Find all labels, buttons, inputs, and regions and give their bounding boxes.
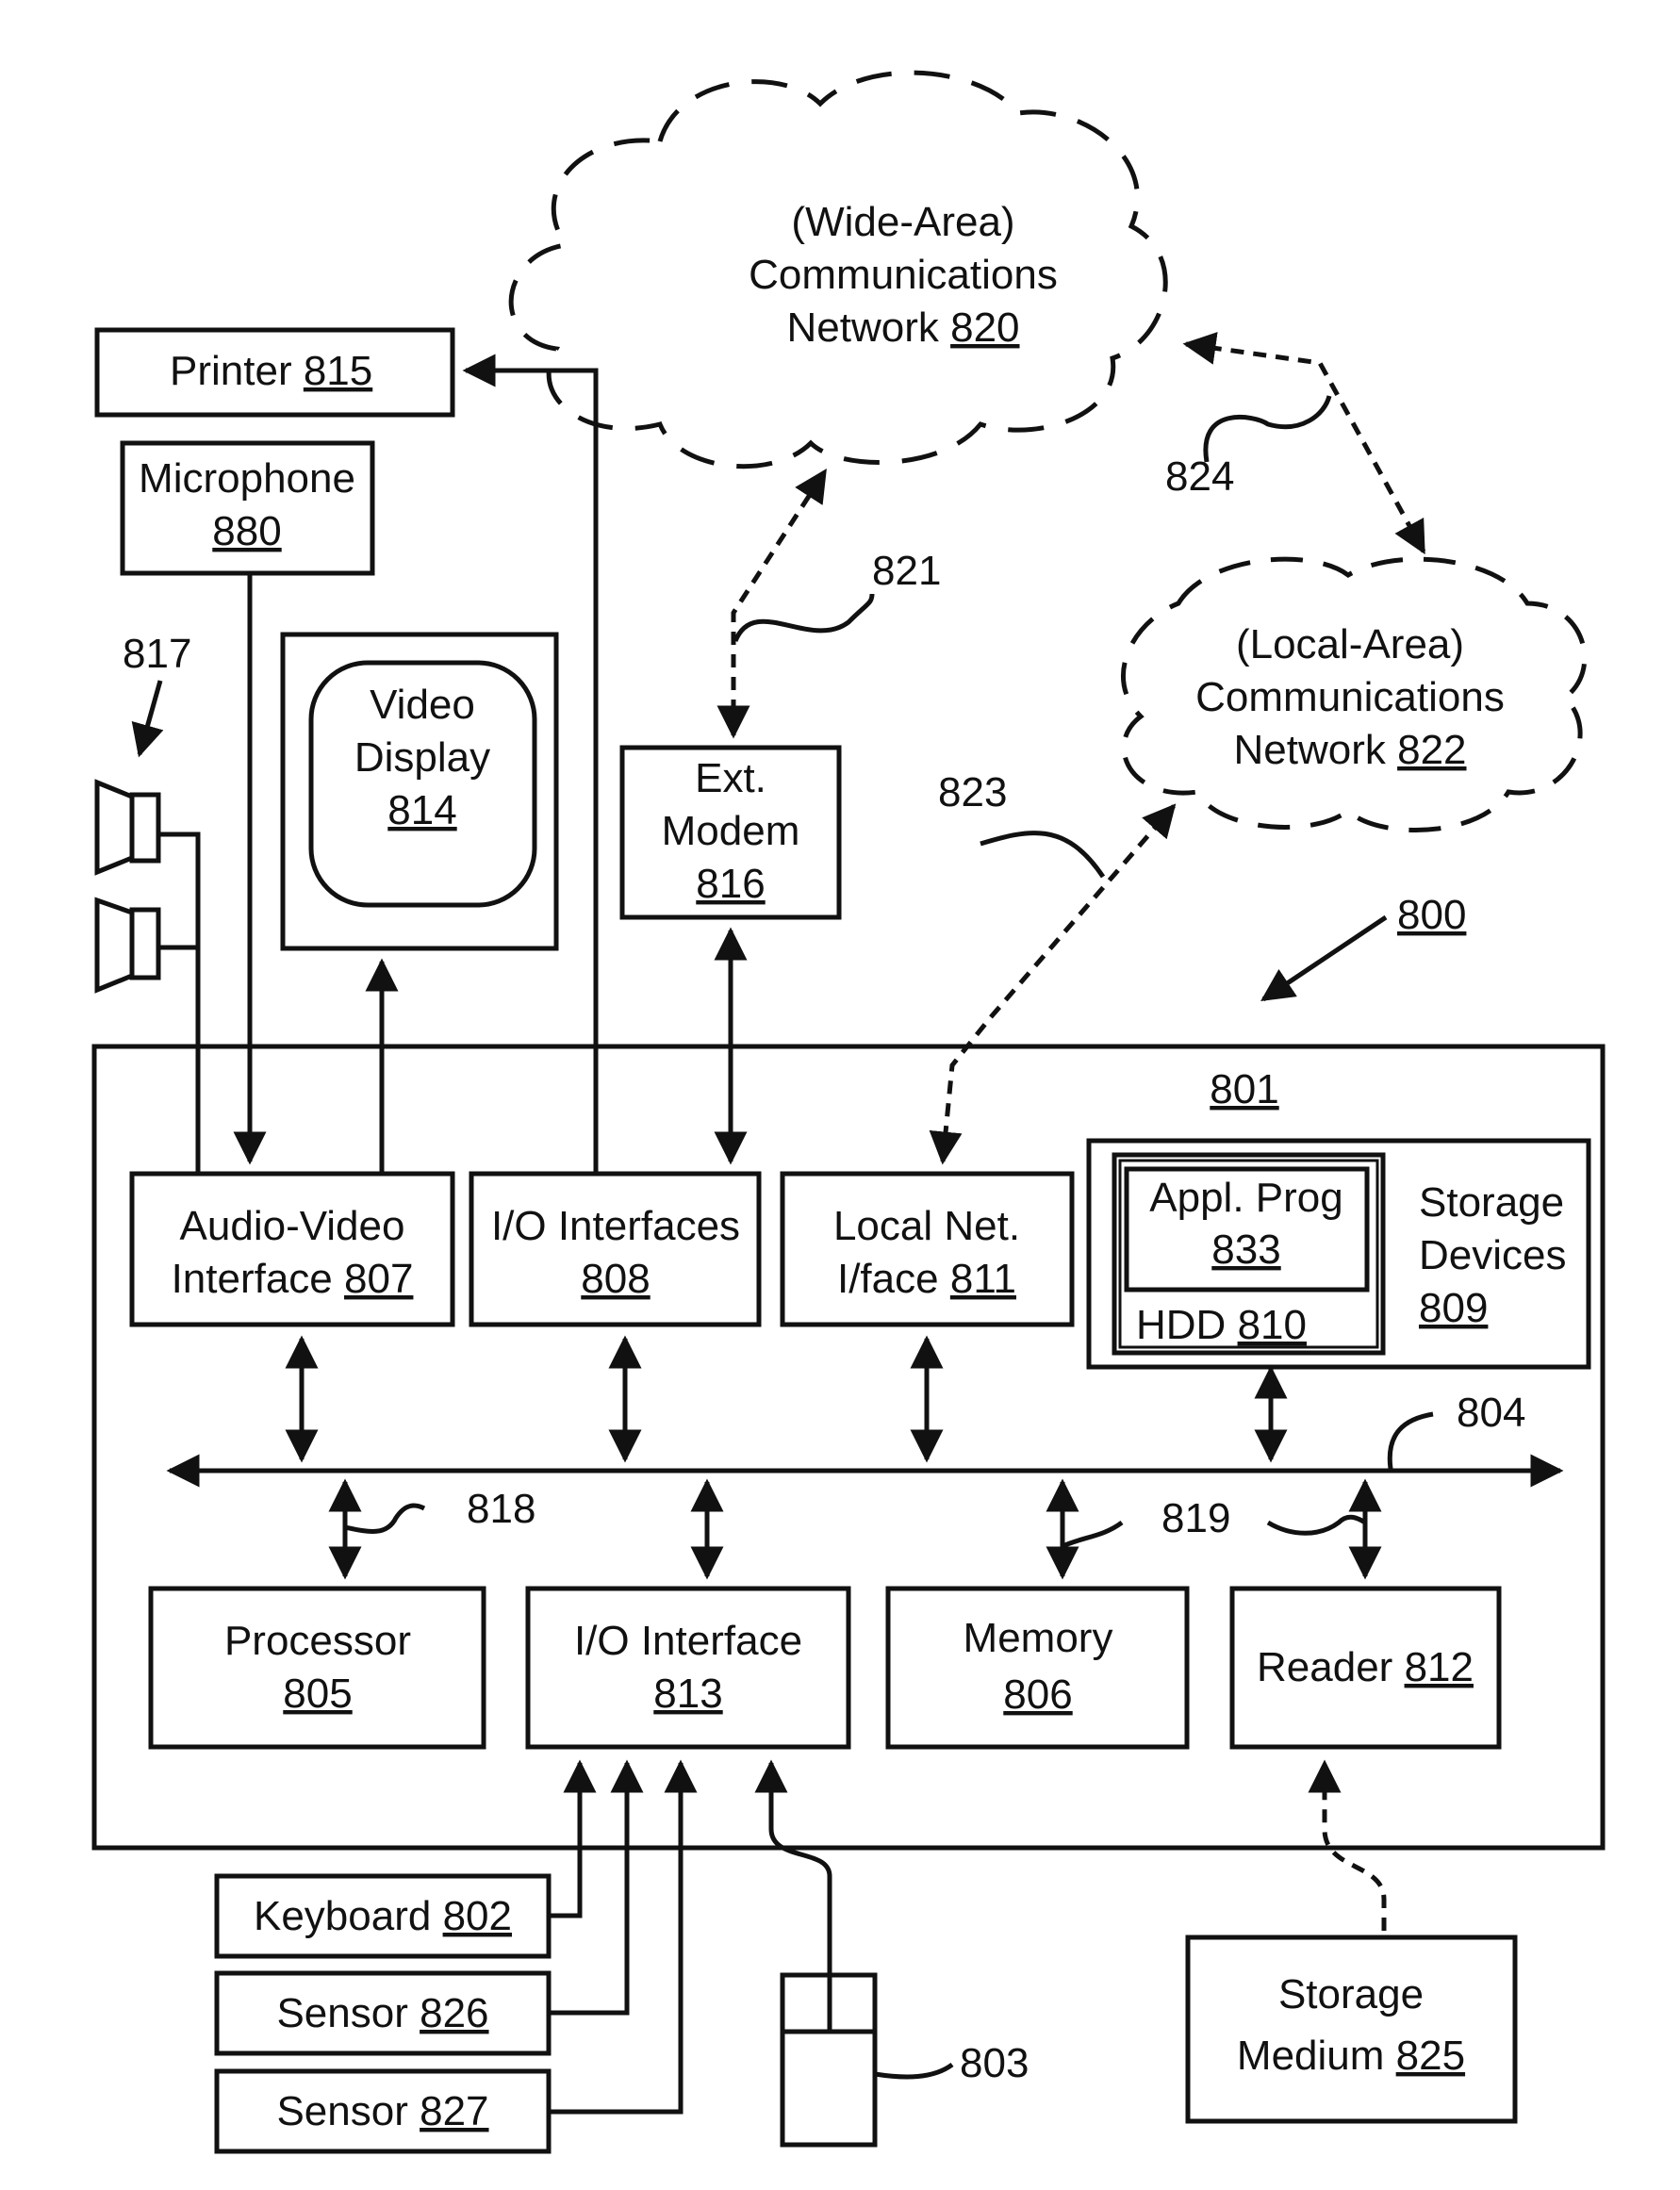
io813-label: I/O Interface <box>574 1618 802 1664</box>
modem-wan-link-821 <box>733 471 825 735</box>
ref-821: 821 <box>872 548 941 594</box>
keyboard-label: Keyboard 802 <box>254 1893 512 1939</box>
modem-number: 816 <box>696 861 765 907</box>
leader-819a <box>1062 1523 1122 1546</box>
processor-number: 805 <box>283 1671 352 1717</box>
lan-label-1: (Local-Area) <box>1236 621 1464 667</box>
local-net-interface-box <box>782 1174 1072 1325</box>
leader-824 <box>1206 396 1329 462</box>
modem-label: Ext. <box>695 755 766 801</box>
video-display-label-2: Display <box>354 734 490 781</box>
storage-label-2: Devices <box>1419 1232 1567 1278</box>
leader-818 <box>345 1506 424 1531</box>
io-interfaces-box <box>471 1174 759 1325</box>
leader-821 <box>735 594 872 641</box>
video-display-label: Video <box>370 682 475 728</box>
ref-800: 800 <box>1397 892 1466 938</box>
hdd-label: HDD 810 <box>1136 1302 1307 1348</box>
ref-800-arrow <box>1263 917 1386 999</box>
sensor-827-label: Sensor 827 <box>276 2088 488 2134</box>
storage-medium-box <box>1188 1937 1515 2121</box>
mouse-icon <box>782 1975 875 2145</box>
appl-prog-number: 833 <box>1211 1227 1280 1273</box>
localnet-label-2: I/face 811 <box>837 1256 1016 1302</box>
ref-817: 817 <box>123 631 191 677</box>
computer-module-number: 801 <box>1210 1066 1278 1112</box>
sensor-826-link <box>549 1763 627 2013</box>
keyboard-link <box>549 1763 580 1916</box>
ref-823: 823 <box>938 769 1007 815</box>
speaker-wire <box>158 834 198 1174</box>
av-label-1: Audio-Video <box>180 1203 405 1249</box>
localnet-lan-link-823 <box>943 806 1174 1161</box>
video-display-number: 814 <box>387 787 456 833</box>
processor-box <box>151 1589 484 1747</box>
storage-medium-label-2: Medium 825 <box>1237 2033 1465 2079</box>
speaker-icon <box>97 900 158 990</box>
microphone-number: 880 <box>212 508 281 554</box>
processor-label: Processor <box>224 1618 411 1664</box>
localnet-label-1: Local Net. <box>833 1203 1020 1249</box>
storage-medium-label-1: Storage <box>1278 1971 1424 2017</box>
ref-819: 819 <box>1161 1495 1230 1541</box>
io813-number: 813 <box>653 1671 722 1717</box>
mouse-link <box>771 1763 830 1975</box>
memory-number: 806 <box>1003 1671 1072 1718</box>
wan-lan-link-824 <box>1186 344 1424 552</box>
leader-823 <box>980 833 1103 877</box>
leader-819b <box>1268 1517 1365 1533</box>
storage-label-1: Storage <box>1419 1179 1564 1226</box>
storage-number: 809 <box>1419 1285 1488 1331</box>
io808-label: I/O Interfaces <box>491 1203 740 1249</box>
wan-label-1: (Wide-Area) <box>791 199 1014 245</box>
memory-label: Memory <box>964 1615 1113 1661</box>
speaker-icon <box>97 782 158 872</box>
lan-label-3: Network 822 <box>1233 727 1466 773</box>
ref-818: 818 <box>467 1486 535 1532</box>
av-label-2: Interface 807 <box>172 1256 414 1302</box>
ref-803: 803 <box>960 2040 1029 2086</box>
wan-label-2: Communications <box>749 252 1058 298</box>
appl-prog-label: Appl. Prog <box>1149 1175 1342 1221</box>
reader-label: Reader 812 <box>1257 1644 1474 1690</box>
io-interface-box <box>528 1589 848 1747</box>
ref-804: 804 <box>1457 1390 1525 1436</box>
sensor-826-label: Sensor 826 <box>276 1990 488 2036</box>
sensor-827-link <box>549 1763 681 2112</box>
printer-label: Printer 815 <box>170 348 372 394</box>
lan-label-2: Communications <box>1195 674 1505 720</box>
modem-label-2: Modem <box>662 808 800 854</box>
ref-824: 824 <box>1165 453 1234 500</box>
audio-video-interface-box <box>132 1174 453 1325</box>
memory-box <box>888 1589 1187 1747</box>
ref-817-arrow <box>140 681 160 754</box>
io808-number: 808 <box>581 1256 650 1302</box>
leader-804 <box>1390 1414 1433 1469</box>
microphone-label: Microphone <box>139 455 355 502</box>
wan-label-3: Network 820 <box>786 305 1019 351</box>
leader-803 <box>875 2065 952 2077</box>
